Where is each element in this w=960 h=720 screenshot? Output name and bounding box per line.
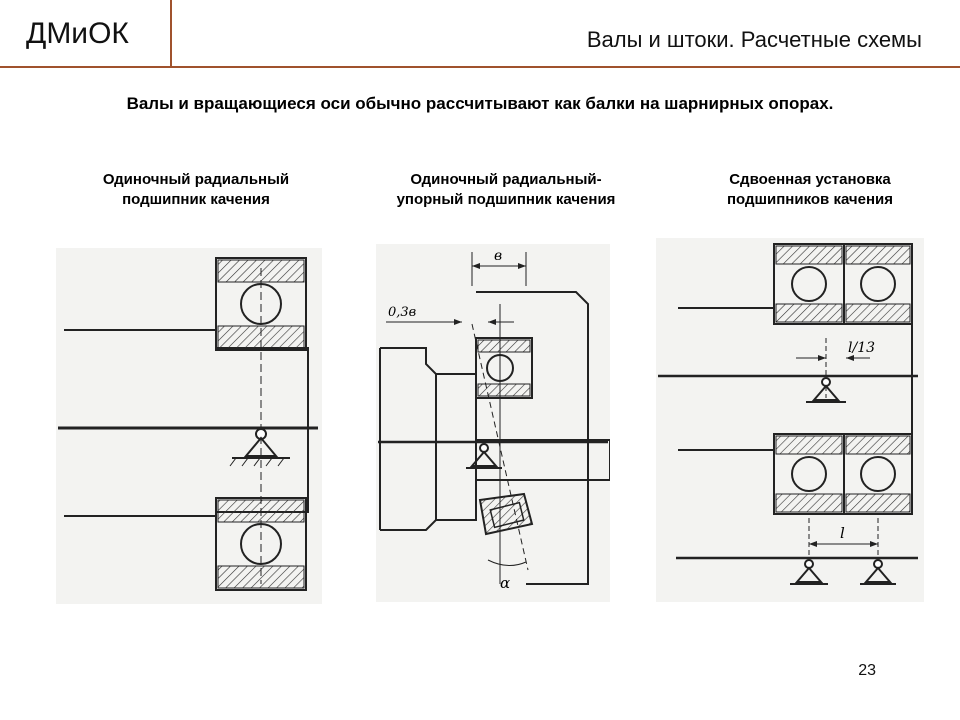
- slide-title: Валы и штоки. Расчетные схемы: [586, 27, 922, 52]
- lead-text: Валы и вращающиеся оси обычно рассчитыва…: [126, 94, 834, 113]
- header-brand-box: [0, 0, 172, 66]
- label-offset: 0,3в: [388, 305, 416, 320]
- figure-single-radial: [56, 248, 322, 604]
- page-number: 23: [858, 662, 876, 679]
- label-l: l: [840, 524, 845, 542]
- caption-single-angular: Одиночный радиальный- упорный подшипник …: [396, 171, 616, 208]
- label-b: в: [494, 248, 502, 264]
- caption-double-bearing: Сдвоенная установка подшипников качения: [726, 171, 894, 208]
- header-divider: [0, 66, 960, 68]
- label-l13: l/13: [848, 340, 875, 356]
- label-alpha: α: [500, 574, 510, 592]
- figure-single-angular: в 0,3в α: [376, 244, 610, 602]
- figure-double-bearing: l/13 l: [656, 238, 924, 602]
- caption-single-radial: Одиночный радиальный подшипник качения: [102, 171, 290, 208]
- brand-title: ДМиОК: [26, 17, 129, 50]
